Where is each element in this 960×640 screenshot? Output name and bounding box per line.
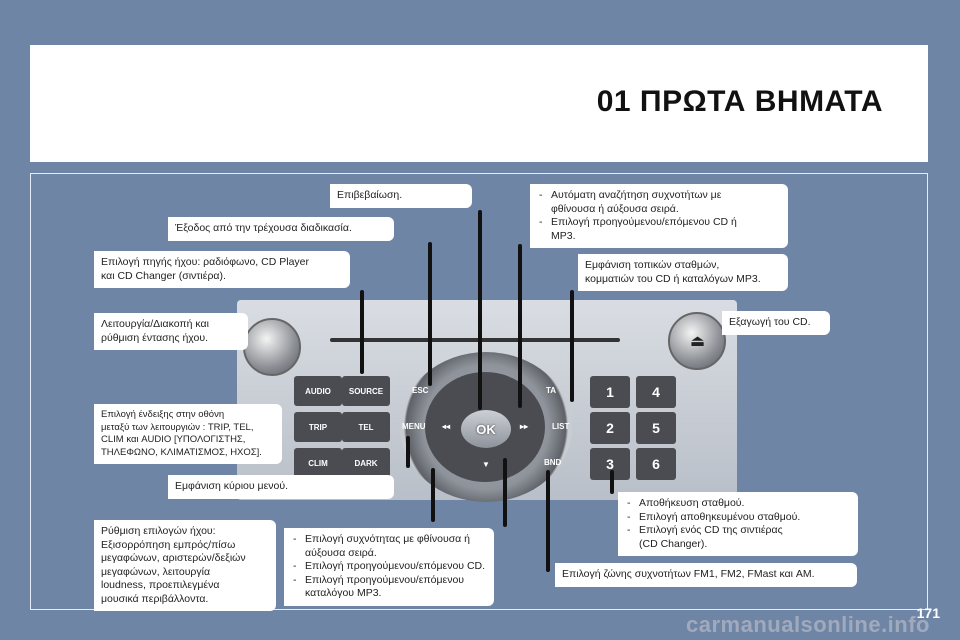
watermark: carmanualsonline.info [686,612,930,637]
callout-presets-item: Επιλογή αποθηκευμένου σταθμού. [625,511,851,525]
next-button[interactable]: ▸▸ [520,422,529,431]
preset-1[interactable]: 1 [590,376,630,408]
callout-confirm: Επιβεβαίωση. [330,184,472,208]
ok-button[interactable]: OK [461,410,511,448]
callout-power-line: ρύθμιση έντασης ήχου. [101,331,209,344]
page-title: 01 ΠΡΩΤΑ ΒΗΜΑΤΑ [596,85,883,118]
callout-freq-item: Επιλογή προηγούμενου/επόμενου καταλόγου … [291,574,487,601]
callout-display-line: μεταξύ των λειτουργιών : TRIP, TEL, [101,421,254,433]
callout-band: Επιλογή ζώνης συχνοτήτων FM1, FM2, FMast… [555,563,857,587]
callout-presets-line: Επιλογή αποθηκευμένου σταθμού. [639,510,801,523]
callout-audio-line: μουσικά περιβάλλοντα. [101,592,209,605]
volume-knob[interactable] [243,318,301,376]
page-number: 171 [916,605,940,621]
callout-freq-line: Επιλογή συχνότητας με φθίνουσα ή [305,533,470,545]
down-button[interactable]: ▼ [482,460,490,469]
callout-presets: Αποθήκευση σταθμού. Επιλογή αποθηκευμένο… [618,492,858,556]
callout-menu: Εμφάνιση κύριου μενού. [168,475,394,499]
callout-presets-item: Αποθήκευση σταθμού. [625,497,851,511]
callout-confirm-text: Επιβεβαίωση. [337,189,403,201]
callout-freq-item: Επιλογή συχνότητας με φθίνουσα ή αύξουσα… [291,533,487,560]
content-frame [30,173,928,610]
callout-freq-line: Επιλογή προηγούμενου/επόμενου CD. [305,560,486,572]
clim-button[interactable]: CLIM [294,448,342,478]
callout-presets-line: Αποθήκευση σταθμού. [639,497,745,509]
callout-source-line: Επιλογή πηγής ήχου: ραδιόφωνο, CD Player [101,256,309,268]
callout-freq-line: καταλόγου MP3. [305,587,382,599]
callout-menu-text: Εμφάνιση κύριου μενού. [175,480,289,492]
preset-2[interactable]: 2 [590,412,630,444]
callout-display-line: Επιλογή ένδειξης στην οθόνη [101,409,225,420]
source-button[interactable]: SOURCE [342,376,390,406]
callout-band-text: Επιλογή ζώνης συχνοτήτων FM1, FM2, FMast… [562,568,815,580]
callout-audio-line: Ρύθμιση επιλογών ήχου: [101,525,216,537]
band-button[interactable]: BND [544,458,562,467]
callout-auto-item: Αυτόματη αναζήτηση συχνοτήτων με φθίνουσ… [537,189,781,216]
callout-audio-settings: Ρύθμιση επιλογών ήχου: Εξισορρόπηση εμπρ… [94,520,276,611]
callout-audio-line: Εξισορρόπηση εμπρός/πίσω [101,538,236,551]
callout-exit: Έξοδος από την τρέχουσα διαδικασία. [168,217,394,241]
tel-button[interactable]: TEL [342,412,390,442]
callout-presets-line: (CD Changer). [639,537,708,550]
preset-6[interactable]: 6 [636,448,676,480]
cd-slot [330,338,620,342]
callout-freq: Επιλογή συχνότητας με φθίνουσα ή αύξουσα… [284,528,494,606]
esc-button[interactable]: ESC [412,386,429,395]
callout-power: Λειτουργία/Διακοπή και ρύθμιση έντασης ή… [94,313,248,350]
list-button[interactable]: LIST [552,422,570,431]
audio-button[interactable]: AUDIO [294,376,342,406]
callout-presets-line: Επιλογή ενός CD της σιντιέρας [639,524,783,536]
callout-auto-item: Επιλογή προηγούμενου/επόμενου CD ή MP3. [537,216,781,243]
callout-source: Επιλογή πηγής ήχου: ραδιόφωνο, CD Player… [94,251,350,288]
trip-button[interactable]: TRIP [294,412,342,442]
callout-auto-line: φθίνουσα ή αύξουσα σειρά. [551,202,679,215]
callout-power-line: Λειτουργία/Διακοπή και [101,318,209,330]
callout-display-line: ΤΗΛΕΦΩΝΟ, ΚΛΙΜΑΤΙΣΜΟΣ, ΗΧΟΣ]. [101,446,262,458]
dark-button[interactable]: DARK [342,448,390,478]
prev-button[interactable]: ◂◂ [442,422,451,431]
menu-button[interactable]: MENU [402,422,426,431]
preset-3[interactable]: 3 [590,448,630,480]
callout-source-line: και CD Changer (σιντιέρα). [101,269,226,282]
callout-freq-line: Επιλογή προηγούμενου/επόμενου [305,573,465,586]
eject-icon: ⏏ [690,333,706,350]
callout-list-line: κομματιών του CD ή καταλόγων MP3. [585,272,761,285]
callout-eject: Εξαγωγή του CD. [722,311,830,335]
callout-eject-text: Εξαγωγή του CD. [729,316,811,328]
callout-list-line: Εμφάνιση τοπικών σταθμών, [585,259,720,271]
callout-freq-line: αύξουσα σειρά. [305,546,377,559]
preset-4[interactable]: 4 [636,376,676,408]
callout-presets-item: Επιλογή ενός CD της σιντιέρας (CD Change… [625,524,851,551]
ta-button[interactable]: TA [546,386,557,395]
callout-display-line: CLIM και AUDIO [ΥΠΟΛΟΓΙΣΤΗΣ, [101,434,246,445]
callout-exit-text: Έξοδος από την τρέχουσα διαδικασία. [175,222,352,234]
callout-list: Εμφάνιση τοπικών σταθμών, κομματιών του … [578,254,788,291]
callout-auto-line: MP3. [551,229,576,242]
callout-display: Επιλογή ένδειξης στην οθόνη μεταξύ των λ… [94,404,282,464]
callout-auto-line: Αυτόματη αναζήτηση συχνοτήτων με [551,189,722,201]
callout-auto-line: Επιλογή προηγούμενου/επόμενου CD ή [551,216,737,228]
callout-audio-line: μεγαφώνων, αριστερών/δεξιών [101,552,246,564]
title-panel: 01 ΠΡΩΤΑ ΒΗΜΑΤΑ [30,45,928,162]
callout-audio-line: loudness, προεπιλεγμένα [101,579,220,591]
preset-5[interactable]: 5 [636,412,676,444]
callout-audio-line: μεγαφώνων, λειτουργία [101,565,211,578]
callout-auto-search: Αυτόματη αναζήτηση συχνοτήτων με φθίνουσ… [530,184,788,248]
callout-freq-item: Επιλογή προηγούμενου/επόμενου CD. [291,560,487,574]
eject-button[interactable]: ⏏ [668,312,726,370]
